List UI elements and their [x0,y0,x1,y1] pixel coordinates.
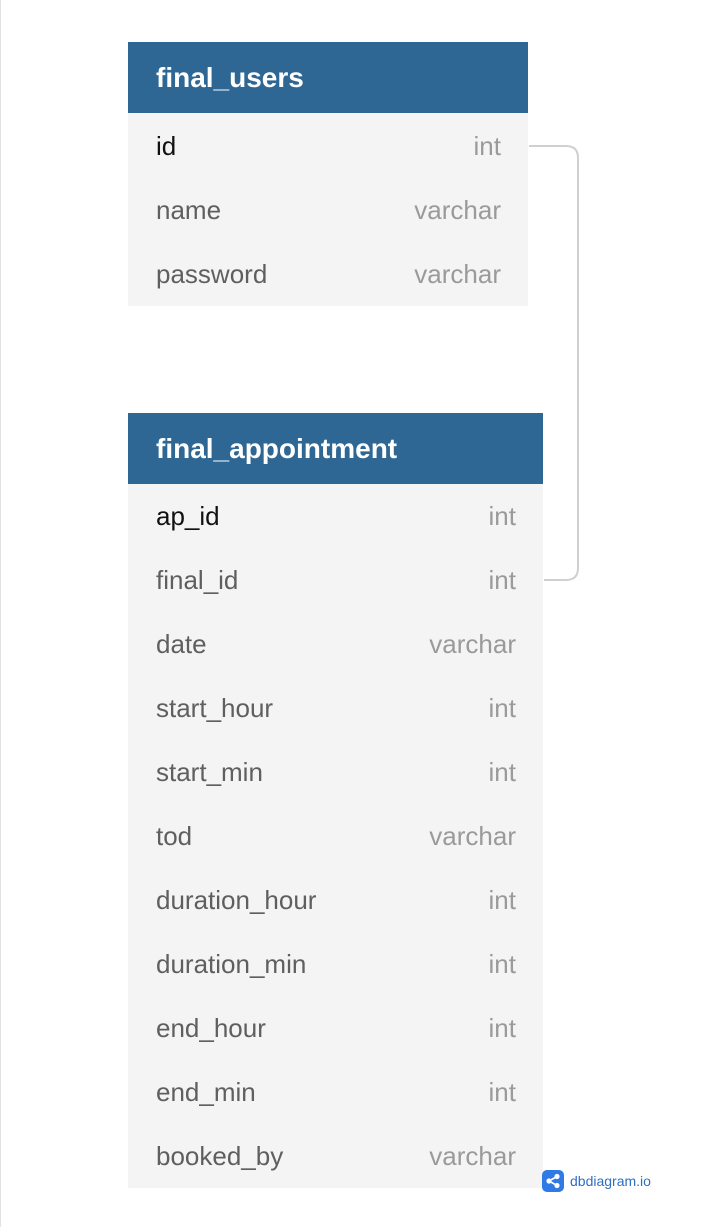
dbdiagram-watermark[interactable]: dbdiagram.io [542,1170,651,1192]
column-name: password [156,258,268,289]
table-final-users[interactable]: final_users id int name varchar password… [128,42,528,306]
column-type: int [488,756,516,787]
column-type: int [488,884,516,915]
column-name: date [156,628,207,659]
watermark-text: dbdiagram.io [570,1173,651,1189]
column-row-password[interactable]: password varchar [128,242,528,306]
column-row-tod[interactable]: tod varchar [128,804,543,868]
column-name: duration_hour [156,884,317,915]
column-row-name[interactable]: name varchar [128,178,528,242]
column-name: start_min [156,756,263,787]
column-type: int [488,564,516,595]
column-type: int [488,1012,516,1043]
table-final-appointment[interactable]: final_appointment ap_id int final_id int… [128,413,543,1188]
table-header[interactable]: final_appointment [128,413,543,484]
column-name: end_hour [156,1012,266,1043]
table-title: final_users [156,61,304,93]
column-name: final_id [156,564,239,595]
column-name: name [156,194,222,225]
column-name: duration_min [156,948,307,979]
column-type: int [488,948,516,979]
share-nodes-icon [542,1170,564,1192]
canvas-left-border [0,0,1,1227]
table-header[interactable]: final_users [128,42,528,113]
column-row-final-id[interactable]: final_id int [128,548,543,612]
column-row-start-min[interactable]: start_min int [128,740,543,804]
column-row-start-hour[interactable]: start_hour int [128,676,543,740]
column-type: varchar [414,258,501,289]
column-type: varchar [414,194,501,225]
column-row-end-min[interactable]: end_min int [128,1060,543,1124]
column-type: int [473,130,501,161]
column-type: int [488,1076,516,1107]
column-name: booked_by [156,1140,284,1171]
column-name: end_min [156,1076,256,1107]
column-row-duration-hour[interactable]: duration_hour int [128,868,543,932]
column-name: id [156,130,177,161]
column-name: ap_id [156,500,220,531]
column-name: tod [156,820,193,851]
column-row-ap-id[interactable]: ap_id int [128,484,543,548]
table-title: final_appointment [156,432,398,464]
column-type: int [488,692,516,723]
column-type: varchar [429,820,516,851]
column-row-date[interactable]: date varchar [128,612,543,676]
column-name: start_hour [156,692,274,723]
column-row-end-hour[interactable]: end_hour int [128,996,543,1060]
column-type: varchar [429,628,516,659]
column-type: int [488,500,516,531]
column-type: varchar [429,1140,516,1171]
column-row-id[interactable]: id int [128,114,528,178]
column-row-duration-min[interactable]: duration_min int [128,932,543,996]
column-row-booked-by[interactable]: booked_by varchar [128,1124,543,1188]
